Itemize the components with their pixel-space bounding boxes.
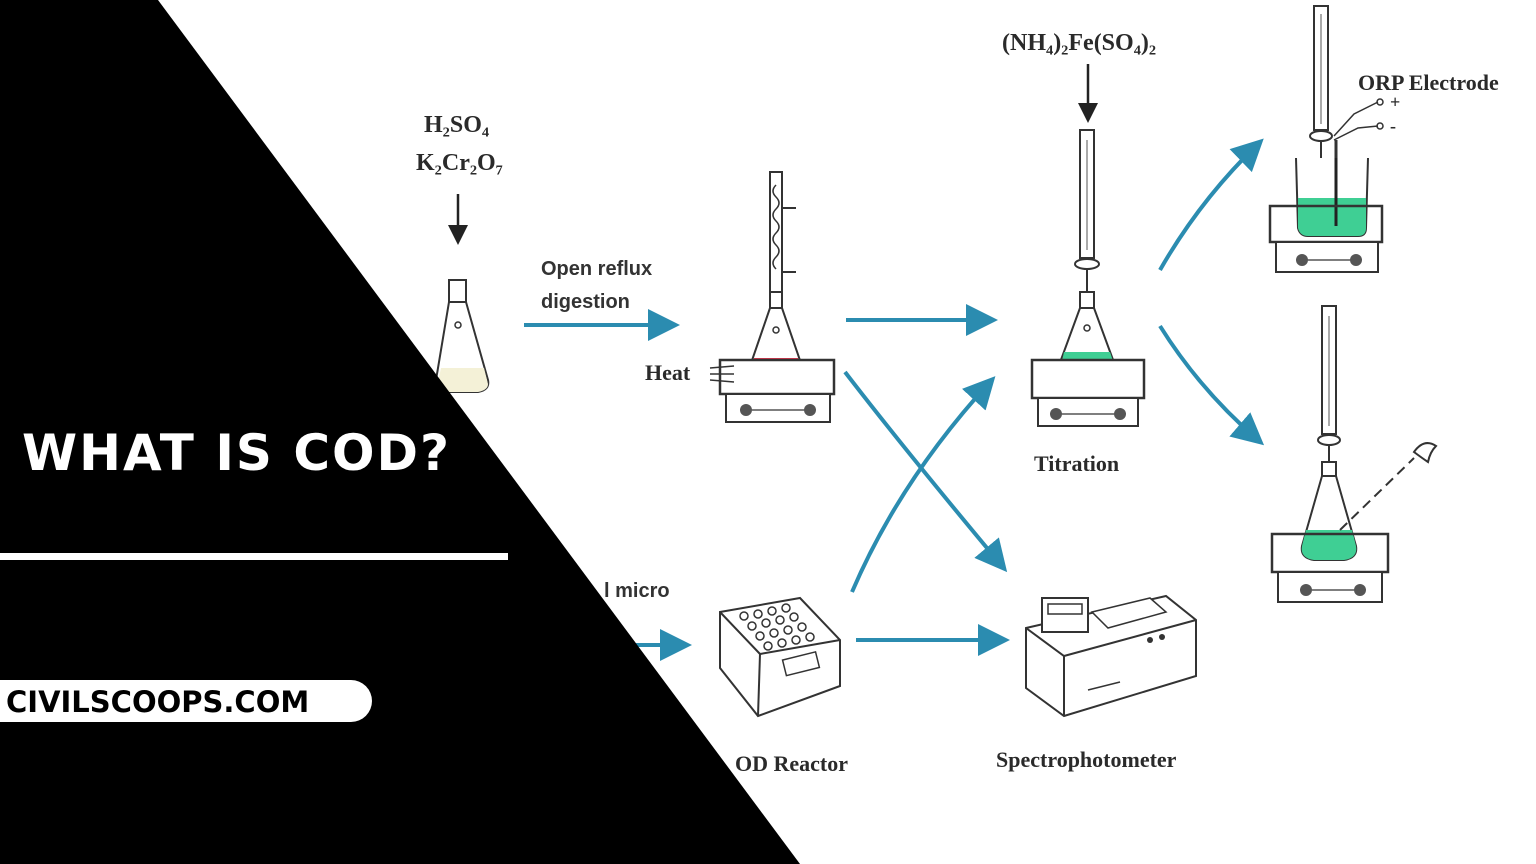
orp-electrode-label: ORP Electrode (1358, 70, 1499, 95)
orp-burette (1309, 5, 1333, 162)
orp-beaker (1295, 157, 1369, 237)
title-underline (0, 553, 508, 560)
black-title-panel (0, 0, 800, 864)
reflux-hotplate (718, 358, 836, 423)
heat-label: Heat (645, 360, 691, 385)
titration-label: Titration (1034, 451, 1119, 476)
indicator-hotplate (1270, 532, 1390, 603)
titration-burette (1056, 129, 1118, 385)
eye-observer-icon (1339, 442, 1438, 531)
website-badge-label: CIVILSCOOPS.COM (6, 685, 309, 719)
orp-plus-sign: + (1390, 92, 1400, 112)
open-reflux-label-line1: Open reflux (541, 258, 652, 280)
arrow-titration-to-indicator (1158, 324, 1265, 446)
arrow-reflux-to-spectro (843, 370, 1008, 573)
reagent-h2so4-label: H₂SO₄ (424, 112, 489, 138)
reflux-condenser (746, 171, 806, 387)
closed-micro-label-fragment: l micro (604, 580, 670, 602)
spectrophotometer-label: Spectrophotometer (996, 747, 1177, 772)
ferrous-reagent-label: (NH₄)₂Fe(SO₄)₂ (1002, 30, 1156, 56)
heat-lines (709, 365, 735, 383)
reagent-k2cr2o7-label: K₂Cr₂O₇ (416, 150, 503, 176)
indicator-burette (1300, 305, 1358, 561)
cod-reactor (719, 596, 841, 718)
sample-flask (434, 279, 490, 393)
orp-hotplate (1268, 204, 1384, 273)
titration-hotplate (1030, 358, 1146, 427)
page-title: WHAT IS COD? (22, 424, 451, 482)
arrow-reactor-to-titration (850, 376, 996, 593)
cod-reactor-label-fragment: OD Reactor (735, 751, 848, 776)
orp-minus-sign: - (1390, 116, 1396, 136)
arrow-titration-to-orp (1158, 138, 1264, 271)
open-reflux-label-line2: digestion (541, 291, 630, 313)
website-badge[interactable] (0, 680, 372, 722)
spectrophotometer (1025, 594, 1197, 718)
